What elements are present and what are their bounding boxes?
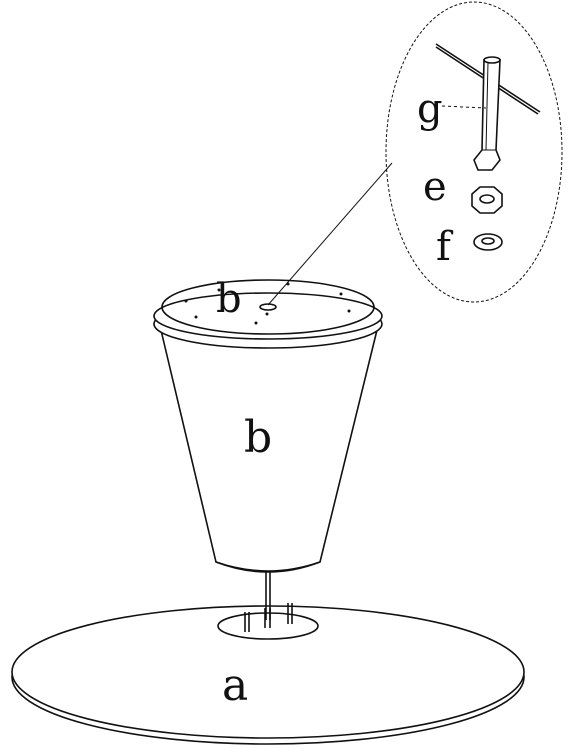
cone-body: [158, 325, 380, 573]
base-bolts: [244, 603, 293, 632]
base-center-ring: [217, 612, 319, 640]
top-disc-center-hole: [259, 303, 277, 311]
top-disc: [153, 279, 383, 349]
label-f: f: [436, 224, 454, 270]
detail-leader-line: [267, 162, 393, 306]
part-g-tool: [435, 43, 541, 171]
label-b-top: b: [216, 276, 242, 322]
center-rod: [265, 572, 271, 620]
label-g: g: [417, 86, 443, 132]
label-e: e: [423, 164, 447, 210]
base-plate: [11, 605, 525, 745]
detail-callout: [385, 1, 563, 303]
label-b-body: b: [244, 412, 272, 463]
part-f-washer: [473, 233, 503, 251]
part-e-nut: [471, 186, 503, 214]
label-a: a: [222, 660, 248, 711]
